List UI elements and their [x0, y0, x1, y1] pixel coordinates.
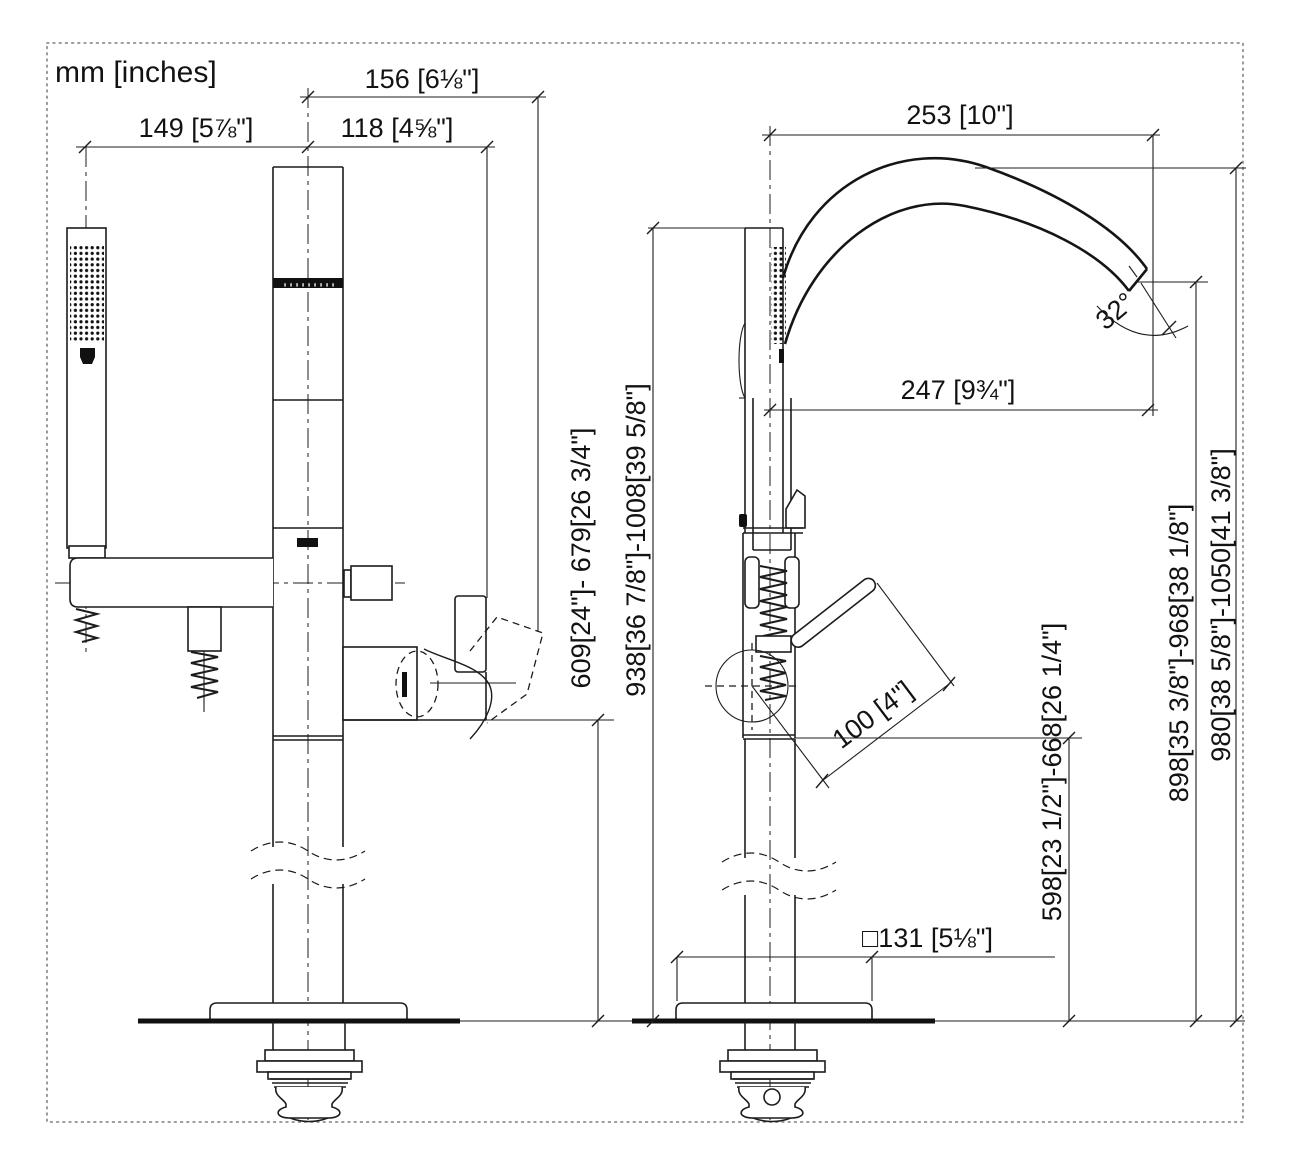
clip-detail — [739, 514, 747, 527]
dim-base-plate: □131 [5⅛"] — [862, 923, 993, 953]
cartridge-clip-left — [744, 556, 760, 609]
handshower-grip-curve — [738, 322, 746, 399]
spout-slot — [402, 672, 407, 697]
knob-neck — [343, 569, 352, 598]
hose-thread — [190, 651, 219, 699]
right-view-side — [632, 126, 1245, 1123]
break-line-upper — [721, 852, 837, 872]
trim-ring-ticks — [280, 279, 338, 287]
holder-wedge — [785, 488, 806, 529]
diverter-detail — [297, 538, 318, 547]
spout-swivel-hidden — [395, 650, 439, 718]
tailpiece-screw — [763, 1088, 781, 1106]
handshower-spray-edge — [771, 247, 786, 344]
flex-hose-coil — [72, 608, 101, 643]
base-plate — [209, 1002, 408, 1021]
spring-upper — [759, 565, 788, 637]
lever-handle — [790, 577, 877, 648]
shower-holder-arm — [69, 557, 273, 608]
handshower-connector — [80, 348, 95, 364]
dim-height-to-spout-outlet: 609[24"]- 679[26 3/4"] — [566, 428, 596, 689]
spout-silhouette — [423, 648, 493, 740]
hose-nipple — [187, 606, 222, 652]
tailpiece-profile — [274, 1086, 344, 1119]
dim-spout-max-width: 156 [6⅛"] — [365, 64, 480, 94]
break-line-lower — [721, 880, 837, 900]
units-label: mm [inches] — [55, 56, 217, 89]
spout-tip — [1127, 268, 1149, 292]
dim-height-to-arc-top: 980[38 5/8"]-1050[41 3/8"] — [1206, 448, 1236, 761]
left-view-front — [55, 88, 663, 1123]
handshower-spray-face — [70, 246, 104, 343]
dim-tip-angle: 32° — [1090, 286, 1141, 335]
handshower-bracket — [68, 545, 106, 559]
dim-spout-projection: 253 [10"] — [906, 100, 1013, 130]
dim-handshower-offset: 149 [5⅞"] — [139, 113, 254, 143]
spout-arc-outer — [781, 156, 1149, 279]
spout-swung-position — [469, 616, 544, 724]
spout-outlet-face — [454, 595, 487, 673]
page-border-dotted — [46, 42, 1244, 1123]
spring-lower — [759, 655, 787, 701]
dim-height-to-column-top: 938[36 7/8"]-1008[39 5/8"] — [621, 383, 651, 696]
volume-knob — [350, 565, 393, 601]
dim-height-to-outlet: 898[35 3/8"]-968[38 1/8"] — [1164, 504, 1194, 802]
angle-arc — [1096, 305, 1189, 336]
dim-height-to-lever: 598[23 1/2"]-668[26 1/4"] — [1037, 623, 1067, 921]
spring-collar — [755, 635, 792, 653]
dim-spout-width: 118 [4⅝"] — [341, 113, 454, 143]
break-line-upper — [250, 841, 366, 861]
base-plate — [675, 1002, 873, 1021]
spout-arc-inner — [783, 202, 1131, 345]
dim-aerator-projection: 247 [9¾"] — [901, 375, 1016, 405]
break-line-lower — [250, 869, 366, 889]
hose-outlet-detail — [779, 349, 784, 363]
dimension-annotations: 149 [5⅞"] 118 [4⅝"] 156 [6⅛"] 609[24"]- … — [76, 64, 1246, 1028]
